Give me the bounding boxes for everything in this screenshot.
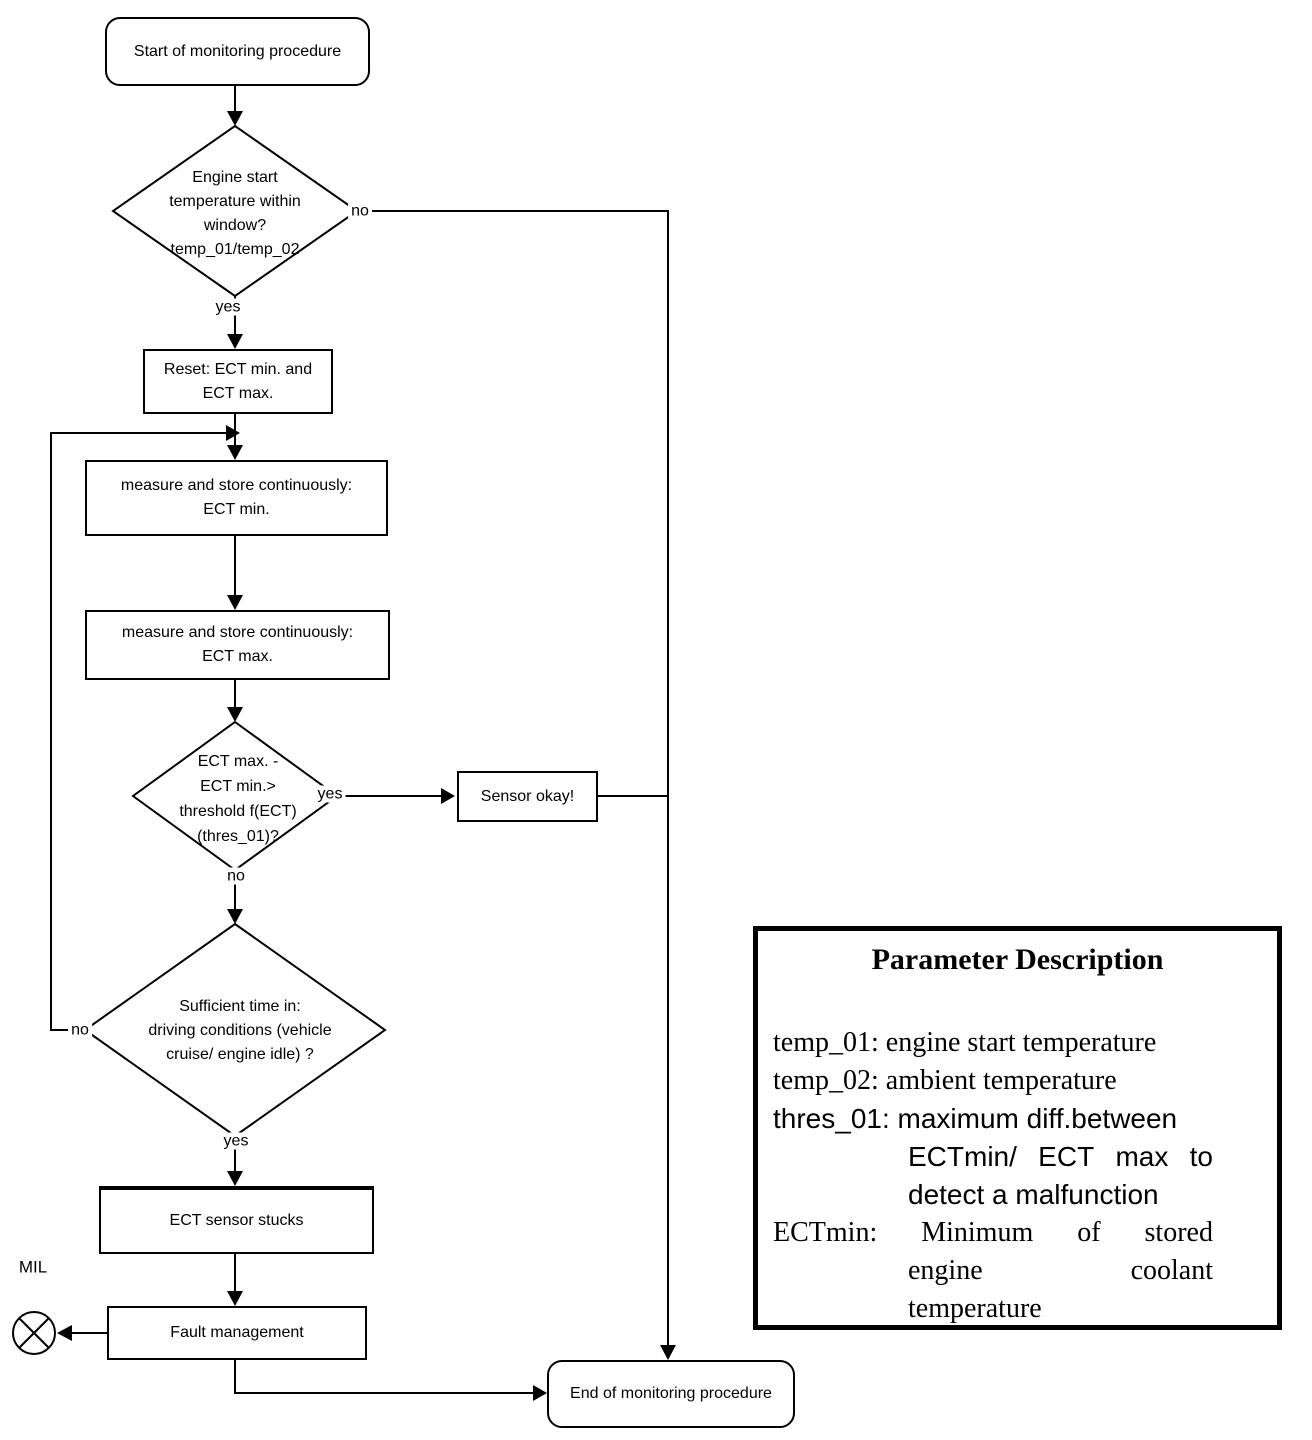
measure-min-line-1: measure and store continuously: (120, 477, 353, 494)
label-mil: MIL (15, 1258, 51, 1276)
arrowhead-into-decision3 (227, 909, 243, 924)
param-line-thres01: thres_01: maximum diff.between (773, 1103, 1178, 1134)
param-line-ectmin-cont1: engine coolant (908, 1255, 1213, 1286)
arrowhead-into-decision2 (227, 707, 243, 722)
arrowhead-loop-junction (226, 425, 240, 441)
label-yes-temp-window: yes (212, 298, 244, 316)
decision-threshold-text: ECT max. - ECT min.> threshold f(ECT) (t… (179, 753, 297, 845)
label-no-time: no (68, 1021, 92, 1039)
edge-no-branch-to-end (357, 210, 669, 1347)
arrowhead-into-sensor-okay (441, 788, 455, 804)
measure-max-line-1: measure and store continuously: (121, 624, 354, 641)
arrowhead-into-end-left (533, 1385, 547, 1401)
reset-line-1: Reset: ECT min. and (163, 360, 313, 378)
arrowhead-into-measure1 (227, 445, 243, 460)
sensor-okay-label: Sensor okay! (480, 787, 575, 805)
label-no-threshold: no (224, 867, 248, 885)
label-yes-threshold: yes (314, 785, 346, 803)
start-node: Start of monitoring procedure (105, 17, 370, 86)
reset-node: Reset: ECT min. and ECT max. (143, 349, 333, 414)
param-line-ectmin: ECTmin: Minimum of stored (773, 1217, 1213, 1248)
sensor-okay-node: Sensor okay! (457, 771, 598, 822)
measure-max-line-2: ECT max. (202, 648, 273, 665)
measure-min-node: measure and store continuously: ECT min. (85, 460, 388, 536)
parameter-box-title: Parameter Description (871, 943, 1164, 976)
reset-line-2: ECT max. (202, 384, 274, 402)
sensor-stucks-label: ECT sensor stucks (169, 1212, 304, 1229)
decision-temp-window-shape (111, 124, 359, 298)
mil-lamp-cross-2 (18, 1317, 50, 1349)
param-line-thres01-cont1: ECTmin/ ECT max to (908, 1141, 1213, 1172)
end-node: End of monitoring procedure (547, 1360, 795, 1428)
parameter-box-lines: temp_01: engine start temperature temp_0… (773, 1024, 1213, 1328)
edge-fault-to-end (234, 1360, 533, 1394)
arrowhead-into-fault (227, 1291, 243, 1306)
label-yes-time: yes (220, 1132, 252, 1150)
mil-lamp-icon (12, 1311, 56, 1355)
label-no-temp-window: no (348, 202, 372, 220)
arrowhead-into-mil (57, 1325, 72, 1341)
arrowhead-into-stucks (227, 1171, 243, 1186)
fault-management-node: Fault management (107, 1306, 367, 1360)
arrowhead-into-decision1 (227, 111, 243, 126)
arrowhead-into-reset (227, 334, 243, 349)
measure-min-line-2: ECT min. (203, 501, 270, 518)
end-node-label: End of monitoring procedure (570, 1385, 772, 1402)
param-line-temp02: temp_02: ambient temperature (773, 1065, 1117, 1096)
fault-management-label: Fault management (170, 1324, 304, 1341)
decision-time-text: Sufficient time in: driving conditions (… (148, 998, 332, 1063)
param-line-temp01: temp_01: engine start temperature (773, 1027, 1157, 1058)
arrowhead-into-end-top (660, 1345, 676, 1360)
start-node-label: Start of monitoring procedure (133, 42, 342, 60)
decision-temp-window-text: Engine start temperature within window? … (169, 169, 301, 258)
arrowhead-into-measure2 (227, 595, 243, 610)
sensor-stucks-node: ECT sensor stucks (99, 1186, 374, 1254)
param-line-thres01-cont2: detect a malfunction (908, 1179, 1159, 1210)
parameter-description-box: Parameter Description temp_01: engine st… (753, 926, 1282, 1330)
edge-loop-back (50, 432, 226, 1031)
param-line-ectmin-cont2: temperature (908, 1293, 1042, 1324)
measure-max-node: measure and store continuously: ECT max. (85, 610, 390, 680)
